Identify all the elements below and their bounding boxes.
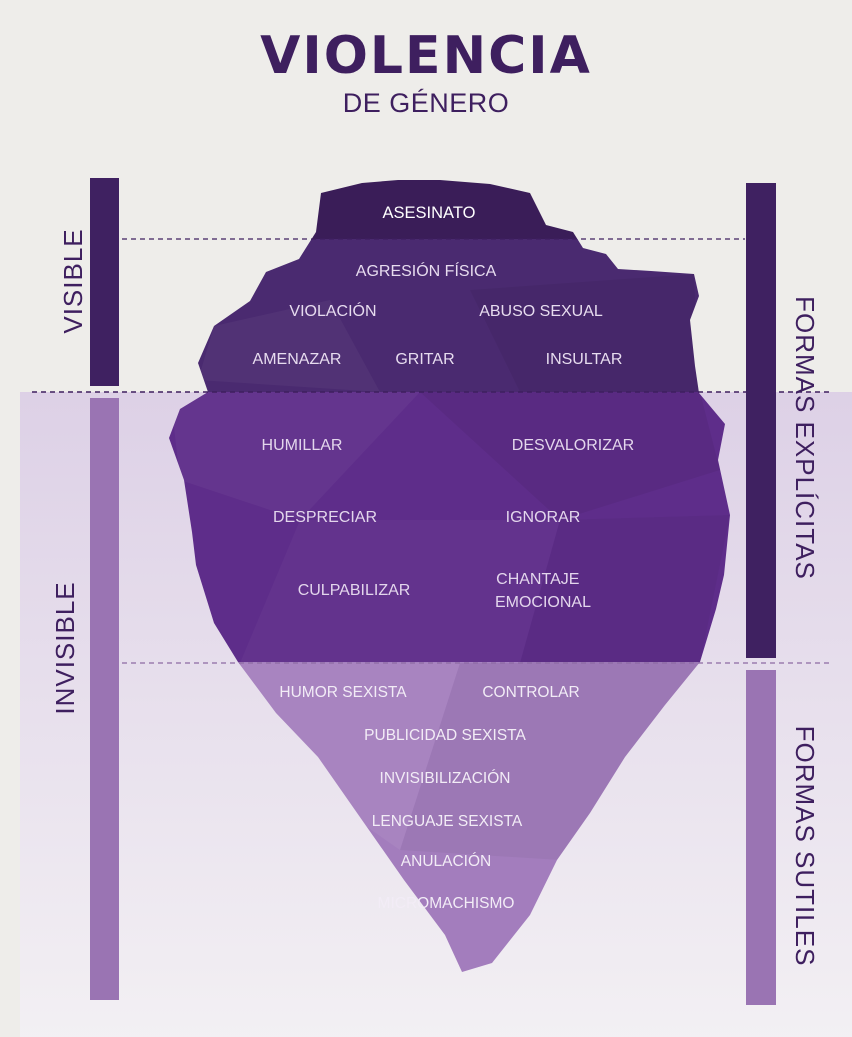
label-lenguaje-sexista: LENGUAJE SEXISTA [372,813,523,830]
label-controlar: CONTROLAR [482,684,579,701]
explicit-forms-bar [746,183,776,658]
subtle-forms-label: FORMAS SUTILES [790,726,820,967]
label-insultar: INSULTAR [546,351,623,368]
label-agresion-fisica: AGRESIÓN FÍSICA [356,261,497,280]
label-gritar: GRITAR [395,351,454,368]
visible-bar [90,178,119,386]
explicit-forms-label: FORMAS EXPLÍCITAS [790,296,820,580]
label-asesinato: ASESINATO [383,204,476,222]
label-chantaje-emocional: CHANTAJE EMOCIONAL [495,571,591,611]
visible-label: VISIBLE [58,228,88,333]
invisible-bar [90,398,119,1000]
page-title: VIOLENCIA [260,26,592,86]
label-culpabilizar: CULPABILIZAR [298,582,411,599]
label-humillar: HUMILLAR [262,437,343,454]
label-invisibilizacion: INVISIBILIZACIÓN [380,770,511,787]
label-ignorar: IGNORAR [506,509,581,526]
label-publicidad-sexista: PUBLICIDAD SEXISTA [364,727,526,744]
page-subtitle: DE GÉNERO [342,88,510,118]
subtle-forms-bar [746,670,776,1005]
label-despreciar: DESPRECIAR [273,509,377,526]
label-humor-sexista: HUMOR SEXISTA [279,684,407,701]
label-abuso-sexual: ABUSO SEXUAL [479,303,603,320]
label-desvalorizar: DESVALORIZAR [512,437,634,454]
label-anulacion: ANULACIÓN [401,853,491,870]
invisible-label: INVISIBLE [50,581,80,714]
label-amenazar: AMENAZAR [253,351,342,368]
label-violacion: VIOLACIÓN [289,301,376,320]
band-explicit [169,392,730,663]
label-micromachismo: MICROMACHISMO [378,895,515,912]
